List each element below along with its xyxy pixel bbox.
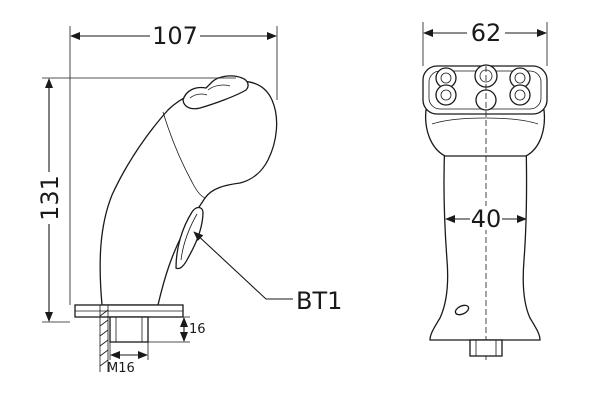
front-collar	[424, 109, 546, 157]
dim-label-height-131: 131	[36, 175, 64, 221]
callout-label-bt1: BT1	[296, 287, 342, 315]
dim-label-grip-40: 40	[471, 205, 502, 233]
front-grip-outline	[429, 139, 541, 341]
side-handle-outline	[99, 80, 278, 306]
front-oval-mark	[454, 304, 470, 316]
dim-label-thread-m16: M16	[107, 361, 135, 376]
side-parting-line	[162, 111, 206, 199]
side-panel-hatch	[99, 305, 109, 372]
front-button-cluster	[435, 64, 531, 111]
dim-label-thread-16: 16	[189, 322, 206, 337]
front-thread-stud	[469, 339, 503, 357]
side-button-cluster	[182, 75, 249, 110]
button-bottom-right	[509, 84, 531, 106]
dim-label-width-107: 107	[152, 22, 198, 50]
dim-label-width-62: 62	[471, 19, 502, 47]
front-view: 62 40	[422, 19, 548, 360]
button-bottom-left	[435, 84, 457, 106]
side-trigger-bt1	[175, 206, 204, 270]
side-view: 107 131 16 M16 BT1	[36, 22, 342, 376]
callout-leader-bt1	[193, 231, 293, 300]
